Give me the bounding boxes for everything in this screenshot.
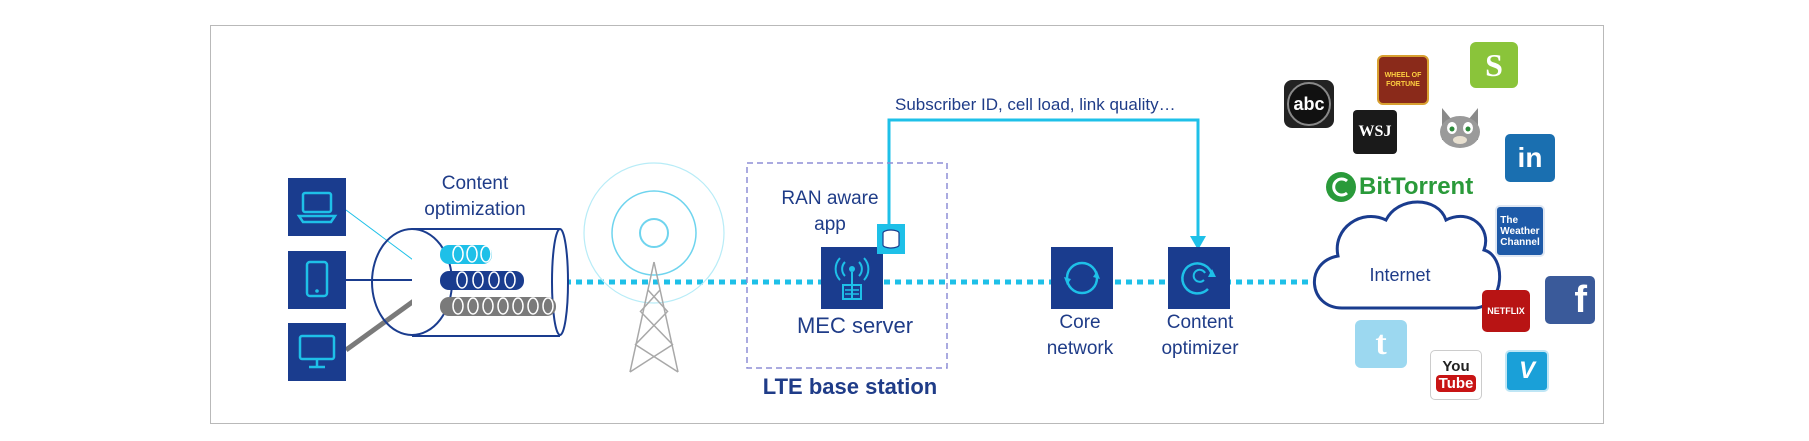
content-optimization-label: Content optimization <box>424 173 526 220</box>
core-network-node <box>1051 247 1113 309</box>
linkedin-logo: in <box>1505 134 1555 182</box>
subscriber-info-label: Subscriber ID, cell load, link quality… <box>895 95 1176 114</box>
radio-tower-icon <box>583 162 725 373</box>
netflix-logo: NETFLIX <box>1482 290 1530 332</box>
internet-label: Internet <box>1369 265 1431 285</box>
content-optimizer-label: Content optimizer <box>1161 312 1239 359</box>
content-optimizer-node <box>1168 247 1230 309</box>
facebook-logo: f <box>1545 276 1595 324</box>
pipe-stream-cyan <box>440 245 492 264</box>
subscriber-info-arrowhead <box>1190 236 1206 250</box>
bittorrent-icon <box>1326 172 1356 202</box>
lte-base-station-label: LTE base station <box>762 374 938 399</box>
tablet-icon <box>288 251 346 309</box>
mec-server-label: MEC server <box>796 313 914 338</box>
mec-server-node <box>821 247 883 309</box>
core-network-label: Core network <box>1046 312 1114 359</box>
vimeo-logo: V <box>1505 350 1549 392</box>
lte-base-station-box <box>746 162 948 369</box>
internet-cloud-icon <box>1312 200 1502 310</box>
abc-logo: abc <box>1284 80 1334 128</box>
pipe-stream-gray <box>440 297 556 316</box>
s-app-logo: S <box>1470 42 1518 88</box>
ran-aware-app-label: RAN aware app <box>781 188 879 235</box>
diagram-frame <box>210 25 1604 424</box>
twitter-logo: t <box>1355 320 1407 368</box>
antenna-server-icon <box>834 257 870 300</box>
pipe-stream-navy <box>440 271 524 290</box>
wheel-of-fortune-logo: WHEEL OF FORTUNE <box>1377 55 1429 105</box>
core-network-icon <box>1064 261 1100 295</box>
laptop-icon <box>288 178 346 236</box>
content-optimizer-icon <box>1181 262 1216 295</box>
ran-app-database-icon <box>877 224 905 254</box>
bittorrent-logo: BitTorrent <box>1325 170 1485 204</box>
youtube-logo: You Tube <box>1430 350 1482 400</box>
weather-channel-logo: The Weather Channel <box>1495 205 1545 257</box>
talking-tom-cat-logo <box>1434 100 1486 154</box>
wsj-logo: WSJ <box>1353 110 1397 154</box>
subscriber-info-line <box>887 118 1200 240</box>
monitor-icon <box>288 323 346 381</box>
